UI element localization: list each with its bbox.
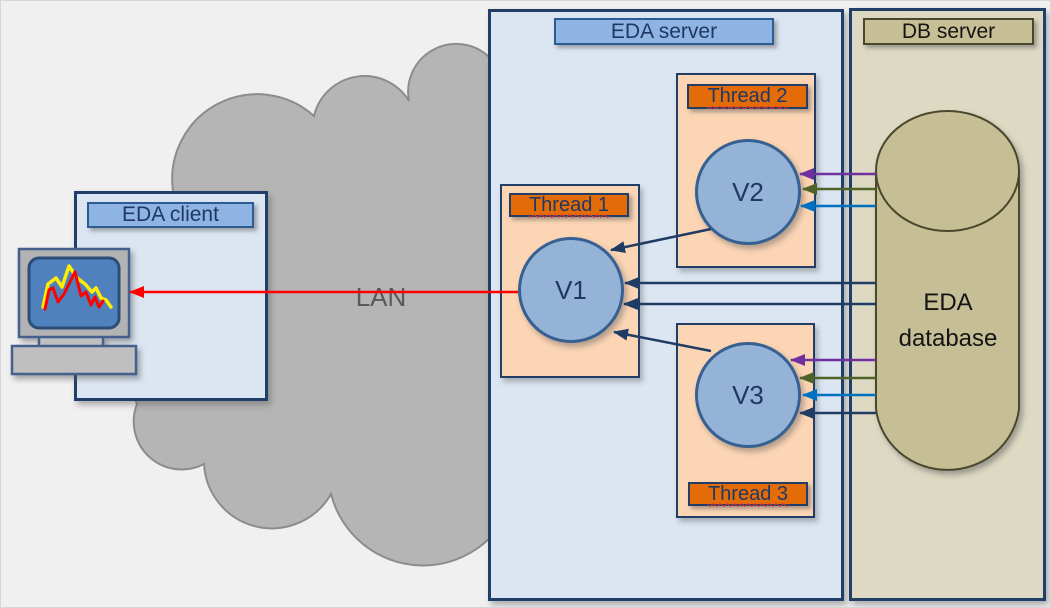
node-v2: V2 bbox=[695, 139, 801, 245]
eda-database-label: EDA database bbox=[876, 285, 1020, 357]
thread-2-title: Thread 2 bbox=[687, 84, 808, 109]
node-v1: V1 bbox=[518, 237, 624, 343]
lan-cloud bbox=[118, 42, 514, 567]
thread-3-title: Thread 3 bbox=[688, 482, 808, 506]
node-v3: V3 bbox=[695, 342, 801, 448]
thread-3-title-text: Thread 3 bbox=[707, 482, 789, 505]
db-server-title: DB server bbox=[863, 18, 1034, 45]
thread-1-title-text: Thread 1 bbox=[528, 193, 610, 216]
eda-database-label-line2: database bbox=[898, 325, 998, 352]
eda-database-label-line1: EDA bbox=[923, 289, 973, 316]
eda-server-title: EDA server bbox=[554, 18, 774, 45]
lan-label: LAN bbox=[355, 282, 407, 312]
thread-1-title: Thread 1 bbox=[509, 193, 629, 217]
thread-2-title-text: Thread 2 bbox=[707, 85, 788, 107]
eda-client-title: EDA client bbox=[87, 202, 254, 228]
